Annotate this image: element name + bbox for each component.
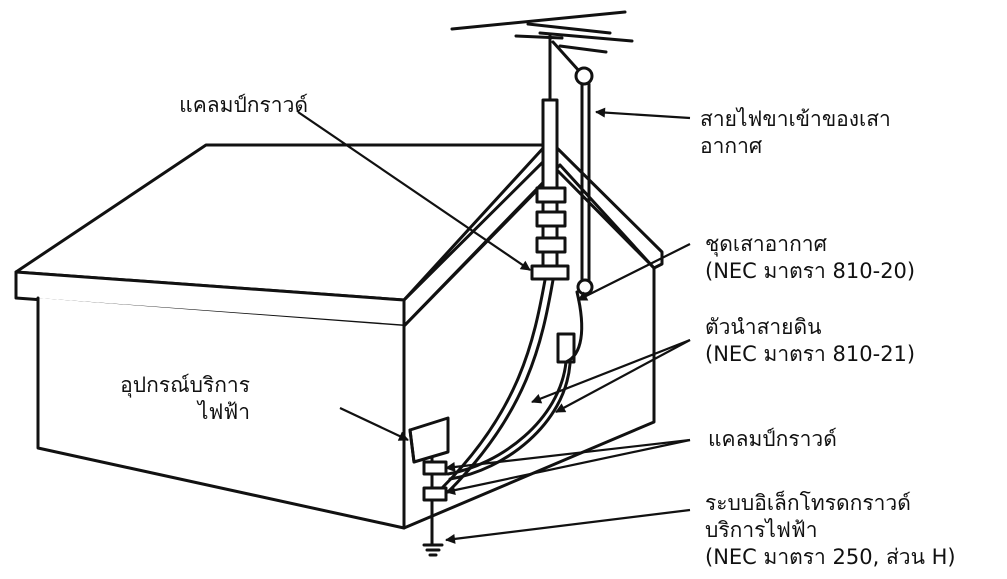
antenna-element-4 <box>558 44 608 54</box>
arrow-clamp-2 <box>445 438 691 496</box>
label-grounding-conductor: ตัวนำสายดิน (NEC มาตรา 810-21) <box>705 315 916 366</box>
standoff-lower <box>576 278 594 296</box>
label-ground-clamps-bottom: แคลมป์กราวด์ <box>708 427 837 451</box>
arrow-conductor-2 <box>555 339 691 413</box>
label-antenna-mast: ชุดเสาอากาศ (NEC มาตรา 810-20) <box>705 232 916 283</box>
arrow-service <box>339 407 409 441</box>
mast-ground-wire <box>440 278 547 490</box>
arrow-mast <box>577 243 691 301</box>
antenna-element-1 <box>526 22 612 35</box>
arrow-clamp-1 <box>445 438 691 472</box>
callout-arrows <box>297 107 691 544</box>
house-drawing <box>14 143 664 530</box>
standoff-top <box>574 66 594 86</box>
antenna-element-2 <box>538 31 634 43</box>
antenna-element-3 <box>514 34 564 40</box>
mast-ground-clamp <box>530 264 570 281</box>
ground-clamp-2 <box>422 486 448 502</box>
arrow-electrode <box>445 508 691 544</box>
antenna-assembly <box>408 10 634 557</box>
arrow-ground-clamp-top <box>297 111 531 271</box>
label-service-equipment: อุปกรณ์บริการ ไฟฟ้า <box>120 373 250 424</box>
arrow-lead-in <box>595 107 691 120</box>
label-ground-clamp-top: แคลมป์กราวด์ <box>179 93 308 117</box>
discharge-ground-wire <box>564 290 584 364</box>
label-lead-in-wire: สายไฟขาเข้าของเสา อากาศ <box>700 107 891 158</box>
arrow-conductor-1 <box>531 338 691 404</box>
ground-clamp-1 <box>422 460 448 476</box>
label-electrode-system: ระบบอิเล็กโทรดกราวด์ บริการไฟฟ้า (NEC มา… <box>705 491 956 569</box>
antenna-boom <box>450 10 627 31</box>
